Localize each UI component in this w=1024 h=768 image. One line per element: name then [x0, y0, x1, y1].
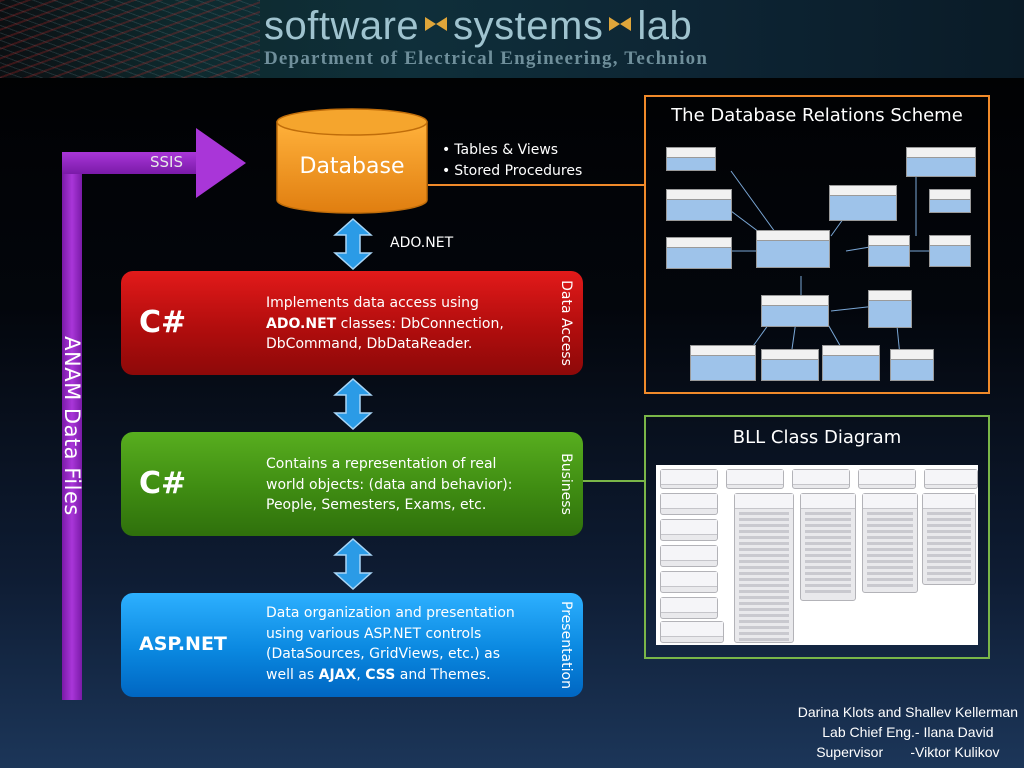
class-box	[660, 621, 724, 643]
anam-data-files-label: ANAM Data Files	[60, 336, 84, 516]
table-box	[868, 290, 912, 328]
brand-separator-icon	[609, 17, 632, 32]
class-box	[660, 597, 718, 619]
business-layer: C# Contains a representation of real wor…	[121, 432, 583, 536]
double-arrow-icon	[333, 218, 373, 270]
class-box	[660, 493, 718, 515]
table-box	[829, 185, 897, 221]
presentation-layer: ASP.NET Data organization and presentati…	[121, 593, 583, 697]
table-box	[666, 147, 716, 171]
bll-connector	[583, 480, 645, 482]
table-box	[929, 189, 971, 213]
credits: Darina Klots and Shallev Kellerman Lab C…	[798, 702, 1018, 762]
credits-authors: Darina Klots and Shallev Kellerman	[797, 704, 1018, 720]
ssis-arrow-head-icon	[196, 128, 246, 198]
class-box	[924, 469, 978, 489]
anam-flow-top	[62, 152, 202, 174]
table-box	[868, 235, 910, 267]
layer-side-label: Presentation	[558, 601, 574, 689]
database-label: Database	[299, 154, 405, 179]
adonet-label: ADO.NET	[390, 235, 454, 251]
class-box	[660, 545, 718, 567]
class-box	[922, 493, 976, 585]
layer-language: C#	[139, 305, 187, 340]
table-box	[666, 237, 732, 269]
class-box	[734, 493, 794, 643]
db-relations-panel: The Database Relations Scheme	[644, 95, 990, 394]
class-box	[726, 469, 784, 489]
department-title: Department of Electrical Engineering, Te…	[264, 48, 709, 69]
db-scheme-connector	[428, 184, 644, 186]
class-box	[792, 469, 850, 489]
brand-separator-icon	[425, 17, 448, 32]
table-box	[666, 189, 732, 221]
class-box	[800, 493, 856, 601]
table-box	[822, 345, 880, 381]
bll-diagram-canvas	[656, 465, 978, 645]
data-access-layer: C# Implements data access using ADO.NET …	[121, 271, 583, 375]
layer-side-label: Business	[558, 453, 574, 515]
table-box	[690, 345, 756, 381]
bullet-stored-procedures: Stored Procedures	[442, 161, 582, 182]
layer-language: C#	[139, 466, 187, 501]
class-box	[660, 469, 718, 489]
bullet-tables-views: Tables & Views	[442, 140, 582, 161]
bll-class-title: BLL Class Diagram	[732, 427, 902, 448]
layer-description: Contains a representation of real world …	[266, 456, 513, 513]
database-cylinder: Database	[276, 108, 428, 214]
table-box	[761, 295, 829, 327]
class-box	[862, 493, 918, 593]
ssis-label: SSIS	[150, 153, 183, 171]
brand-word-software: software	[264, 4, 420, 48]
bll-class-panel: BLL Class Diagram	[644, 415, 990, 659]
double-arrow-icon	[333, 378, 373, 430]
db-relations-title: The Database Relations Scheme	[671, 105, 963, 126]
class-box	[660, 571, 718, 593]
credits-lab-chief: Lab Chief Eng.- Ilana David	[822, 724, 994, 740]
table-box	[906, 147, 976, 177]
database-bullets: Tables & Views Stored Procedures	[442, 140, 582, 182]
double-arrow-icon	[333, 538, 373, 590]
table-box	[929, 235, 971, 267]
anam-flow-bar	[62, 152, 82, 700]
layer-description: Implements data access using ADO.NET cla…	[266, 295, 504, 352]
banner-texture	[0, 0, 260, 78]
brand-logo: software systems lab	[264, 4, 692, 49]
brand-word-systems: systems	[453, 4, 604, 48]
credits-supervisor: Supervisor -Viktor Kulikov	[816, 744, 1000, 760]
layer-description: Data organization and presentation using…	[266, 605, 515, 683]
class-box	[660, 519, 718, 541]
layer-side-label: Data Access	[558, 280, 574, 366]
class-box	[858, 469, 916, 489]
layer-language: ASP.NET	[139, 633, 227, 655]
header-banner: software systems lab Department of Electri…	[0, 0, 1024, 78]
table-box	[761, 349, 819, 381]
brand-word-lab: lab	[637, 4, 693, 48]
table-box	[890, 349, 934, 381]
database-cylinder-icon	[276, 108, 428, 214]
table-box	[756, 230, 830, 268]
